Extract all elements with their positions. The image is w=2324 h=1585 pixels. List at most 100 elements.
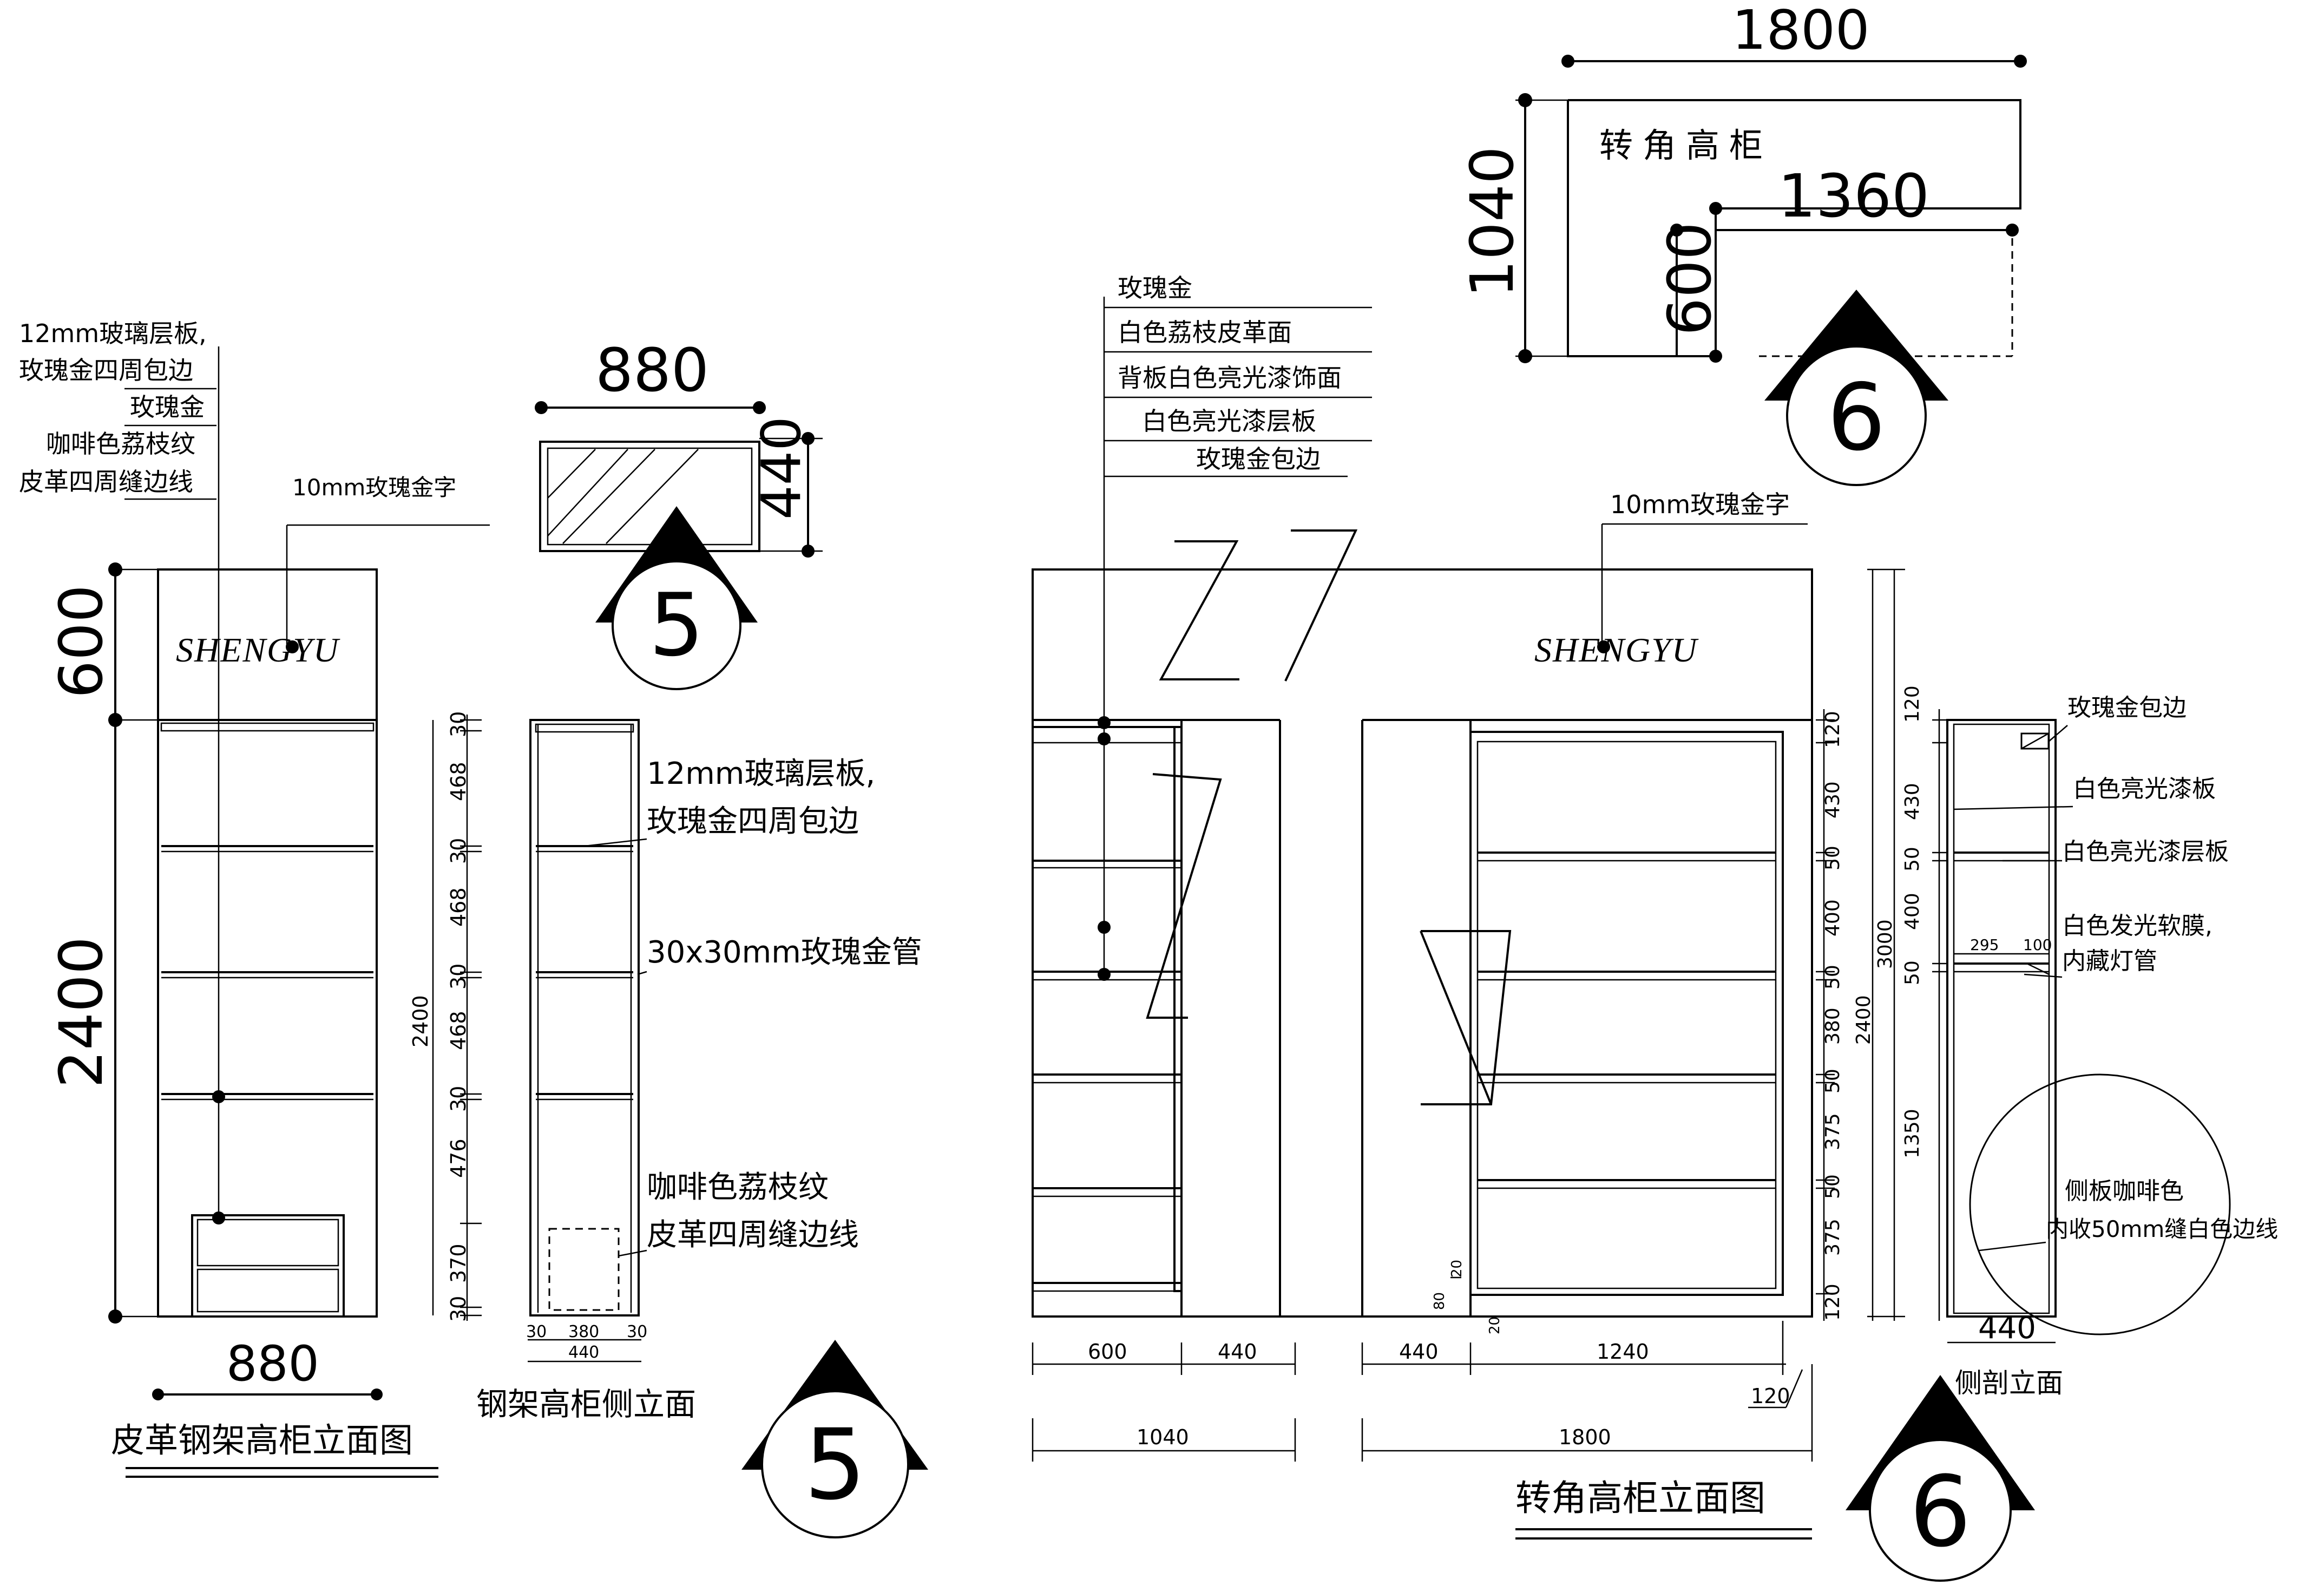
section-dim-3: 50: [1901, 847, 1923, 872]
side-dim-8: 476: [447, 1138, 470, 1178]
left-note-3: 玫瑰金: [130, 392, 205, 422]
section-title: 侧剖立面: [1955, 1367, 2063, 1399]
plan5-marker: 5: [649, 574, 704, 676]
corner-bdim-1040: 1040: [1137, 1425, 1189, 1449]
corner-rdim-10: 375: [1822, 1219, 1844, 1256]
section-dim-4: 400: [1901, 893, 1923, 930]
left-note-4: 咖啡色荔枝纹: [46, 429, 195, 459]
corner-dim-1360: 1360: [1778, 161, 1929, 231]
section-inner-1: 295: [1970, 936, 1999, 954]
side-note-3: 30x30mm玫瑰金管: [647, 935, 922, 970]
corner-note-1: 玫瑰金: [1118, 273, 1192, 303]
section-width: 440: [1978, 1311, 2036, 1346]
corner-bdim-1240: 1240: [1597, 1340, 1649, 1364]
corner-logo-note: 10mm玫瑰金字: [1610, 490, 1790, 519]
corner-note-5: 玫瑰金包边: [1196, 444, 1321, 474]
side-dim-total: 2400: [409, 995, 432, 1047]
left-dim-600: 600: [47, 585, 116, 698]
corner-bdim-120: 120: [1751, 1384, 1790, 1408]
left-logo: SHENGYU: [176, 631, 340, 669]
corner-dim-600: 600: [1655, 222, 1724, 336]
corner-dim-1800: 1800: [1732, 0, 1870, 62]
plan-5: 880 440 5: [535, 336, 823, 690]
corner-small-80: 80: [1432, 1292, 1448, 1310]
corner-title: 转角高柜立面图: [1515, 1477, 1765, 1519]
corner-rdim-7: 50: [1822, 1069, 1844, 1093]
corner-small-20b: 20: [1487, 1317, 1503, 1334]
section-note-4: 白色发光软膜,: [2062, 912, 2213, 940]
left-dim-2400: 2400: [47, 936, 116, 1088]
corner-bdim-440a: 440: [1218, 1340, 1257, 1364]
corner-rdim-6: 380: [1822, 1007, 1844, 1045]
corner-rdim-8: 375: [1822, 1113, 1844, 1150]
side-dim-1: 30: [447, 711, 470, 737]
section-inner-2: 100: [2023, 936, 2052, 954]
section-note-6: 侧板咖啡色: [2065, 1177, 2184, 1205]
section-dim-6: 1350: [1901, 1109, 1923, 1158]
side-dim-10: 30: [447, 1296, 470, 1322]
left-note-5: 皮革四周缝边线: [19, 467, 193, 496]
section-note-7: 内收50mm缝白色边线: [2046, 1216, 2278, 1242]
corner-elev-marker: 6: [1909, 1456, 1972, 1569]
corner-note-3: 背板白色亮光漆饰面: [1118, 363, 1342, 392]
corner-rdim-2: 430: [1822, 781, 1844, 818]
side-bottom-1: 30: [526, 1322, 547, 1341]
corner-rdim-11: 120: [1822, 1283, 1844, 1321]
corner-note-4: 白色亮光漆层板: [1142, 407, 1316, 436]
section-note-3: 白色亮光漆层板: [2062, 838, 2229, 866]
side-dim-9: 370: [447, 1243, 470, 1283]
section-note-2: 白色亮光漆板: [2073, 775, 2216, 803]
corner-rdim-9: 50: [1822, 1174, 1844, 1199]
section-note-5: 内藏灯管: [2062, 947, 2157, 975]
side-dim-5: 30: [447, 964, 470, 990]
side-note-4: 咖啡色荔枝纹: [647, 1170, 829, 1205]
left-title: 皮革钢架高柜立面图: [111, 1420, 413, 1460]
corner-note-2: 白色荔枝皮革面: [1118, 318, 1292, 347]
corner-rdim-inner-total: 2400: [1853, 995, 1875, 1045]
corner-label-4: 柜: [1729, 126, 1763, 165]
side-dim-6: 468: [447, 1011, 470, 1050]
left-elevation: 12mm玻璃层板, 玫瑰金四周包边 玫瑰金 咖啡色荔枝纹 皮革四周缝边线 10m…: [19, 319, 490, 1478]
corner-plan-marker: 6: [1827, 364, 1886, 471]
corner-small-20a: 20: [1449, 1260, 1465, 1278]
section-dim-2: 430: [1901, 783, 1923, 820]
left-logo-note: 10mm玫瑰金字: [292, 474, 456, 501]
corner-elevation: 玫瑰金 白色荔枝皮革面 背板白色亮光漆饰面 白色亮光漆层板 玫瑰金包边 10mm…: [1032, 273, 2035, 1582]
left-dim-880: 880: [226, 1335, 319, 1392]
corner-dim-1040: 1040: [1458, 146, 1527, 298]
side-dim-7: 30: [447, 1086, 470, 1112]
side-dim-2: 468: [447, 762, 470, 801]
corner-plan: 1800 1040 1360 600 转 角 高 柜 6: [1458, 0, 2027, 486]
corner-rdim-total: 3000: [1874, 919, 1896, 969]
corner-label-2: 角: [1643, 126, 1676, 165]
side-note-5: 皮革四周缝边线: [647, 1217, 859, 1253]
plan5-width: 880: [595, 336, 709, 405]
side-dim-3: 30: [447, 838, 470, 864]
section-dim-1: 120: [1901, 685, 1923, 723]
side-dim-4: 468: [447, 887, 470, 927]
corner-rdim-4: 400: [1822, 899, 1844, 936]
side-elevation: 30 468 30 468 30 468 30 476 370 30 2400 …: [409, 711, 928, 1538]
side-note-2: 玫瑰金四周包边: [647, 804, 859, 839]
section-dim-5: 50: [1901, 960, 1923, 985]
corner-rdim-1: 120: [1822, 711, 1844, 748]
corner-bdim-440b: 440: [1399, 1340, 1439, 1364]
side-marker: 5: [804, 1409, 866, 1522]
corner-rdim-5: 50: [1822, 965, 1844, 990]
corner-bdim-600: 600: [1088, 1340, 1127, 1364]
plan5-depth: 440: [750, 416, 813, 520]
corner-rdim-3: 50: [1822, 846, 1844, 870]
section-note-1: 玫瑰金包边: [2067, 694, 2187, 722]
left-note-1: 12mm玻璃层板,: [19, 319, 207, 348]
side-note-1: 12mm玻璃层板,: [647, 756, 875, 791]
corner-label-3: 高: [1686, 126, 1719, 165]
corner-bdim-1800: 1800: [1559, 1425, 1611, 1449]
side-title: 钢架高柜侧立面: [476, 1386, 696, 1423]
corner-label-1: 转: [1599, 126, 1633, 165]
side-bottom-3: 30: [627, 1322, 647, 1341]
section: 120 430 50 400 50 1350 295 100 440 侧剖立面 …: [1901, 685, 2278, 1399]
left-note-2: 玫瑰金四周包边: [19, 356, 193, 385]
side-bottom-2: 380: [568, 1322, 599, 1341]
side-bottom-total: 440: [568, 1343, 599, 1362]
